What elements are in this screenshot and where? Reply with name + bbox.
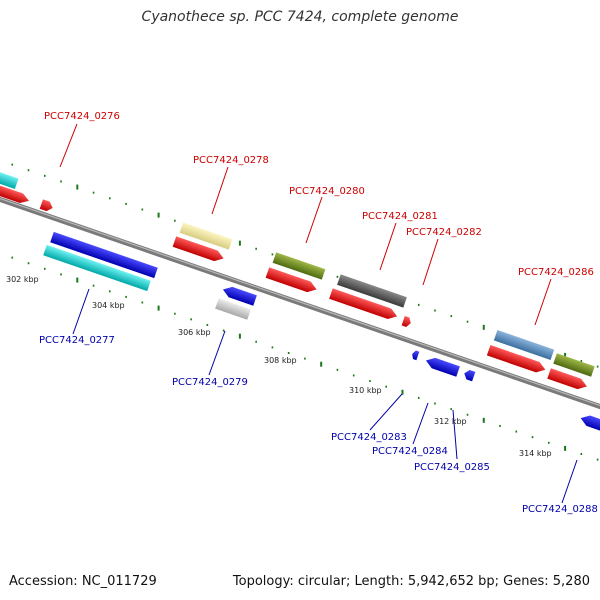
scale-label-304: 304 kbp xyxy=(92,301,125,310)
gene-label-0279[interactable]: PCC7424_0279 xyxy=(172,377,248,388)
leader-0277 xyxy=(72,288,90,335)
gene-0286-block[interactable] xyxy=(486,345,547,375)
gene-label-0285[interactable]: PCC7424_0285 xyxy=(414,462,490,473)
gene-0284-block[interactable] xyxy=(424,355,460,377)
gene-label-0276[interactable]: PCC7424_0276 xyxy=(44,111,120,122)
gene-0276-block[interactable] xyxy=(39,199,55,212)
leader-0279 xyxy=(208,330,226,376)
gene-0275-cyan-block[interactable] xyxy=(0,162,19,190)
leader-0278 xyxy=(211,166,229,215)
accession-text: Accession: NC_011729 xyxy=(9,574,157,589)
gene-0288-block[interactable] xyxy=(579,413,600,432)
gene-label-0283[interactable]: PCC7424_0283 xyxy=(331,432,407,443)
leader-0280 xyxy=(305,196,323,244)
gene-0280-block[interactable] xyxy=(265,267,319,294)
genome-title: Cyanothece sp. PCC 7424, complete genome xyxy=(141,9,459,25)
lower-tick-track xyxy=(11,256,599,461)
scale-label-308: 308 kbp xyxy=(264,356,297,365)
leader-0285 xyxy=(452,409,458,460)
leader-0282 xyxy=(422,238,439,286)
gene-0285-block[interactable] xyxy=(463,369,476,382)
gene-0279-blue-block[interactable] xyxy=(221,284,257,306)
gene-0286-steel-block[interactable] xyxy=(493,330,555,360)
gene-0275-forward-block[interactable] xyxy=(0,184,31,205)
leader-0288 xyxy=(561,459,578,504)
gene-label-0284[interactable]: PCC7424_0284 xyxy=(372,446,448,457)
scale-label-302: 302 kbp xyxy=(6,275,39,284)
gene-0280-olive-block[interactable] xyxy=(272,252,326,280)
scale-label-306: 306 kbp xyxy=(178,328,211,337)
leader-0283 xyxy=(369,393,403,431)
gene-labels: PCC7424_0276 PCC7424_0278 PCC7424_0280 P… xyxy=(39,111,598,515)
scale-labels: 302 kbp 304 kbp 306 kbp 308 kbp 310 kbp … xyxy=(6,275,552,458)
gene-shapes xyxy=(0,162,600,432)
scale-label-312: 312 kbp xyxy=(434,417,467,426)
gene-label-0277[interactable]: PCC7424_0277 xyxy=(39,335,115,346)
gene-0283-block[interactable] xyxy=(411,350,420,361)
genome-backbone xyxy=(0,196,600,410)
leader-0276 xyxy=(59,123,78,168)
gene-label-0280[interactable]: PCC7424_0280 xyxy=(289,186,365,197)
gene-0277-blue-block[interactable] xyxy=(50,231,158,279)
gene-0282-block[interactable] xyxy=(401,315,413,328)
scale-label-310: 310 kbp xyxy=(349,386,382,395)
leader-0284 xyxy=(412,402,429,445)
scale-label-314: 314 kbp xyxy=(519,449,552,458)
gene-label-0282[interactable]: PCC7424_0282 xyxy=(406,227,482,238)
genome-backbone-highlight xyxy=(0,197,600,407)
gene-label-0281[interactable]: PCC7424_0281 xyxy=(362,211,438,222)
gene-0287-block[interactable] xyxy=(547,368,588,391)
gene-0279-gray-block[interactable] xyxy=(215,298,251,320)
gene-label-0278[interactable]: PCC7424_0278 xyxy=(193,155,269,166)
gene-0278-yellow-block[interactable] xyxy=(179,222,233,250)
gene-0277-cyan-block[interactable] xyxy=(43,244,151,292)
genome-summary-text: Topology: circular; Length: 5,942,652 bp… xyxy=(232,574,590,589)
leader-0281 xyxy=(379,222,397,271)
gene-label-0288[interactable]: PCC7424_0288 xyxy=(522,504,598,515)
gene-0281-block[interactable] xyxy=(329,288,399,321)
gene-label-0286[interactable]: PCC7424_0286 xyxy=(518,267,594,278)
gene-0281-gray-block[interactable] xyxy=(337,274,407,308)
gene-0287-olive-block[interactable] xyxy=(553,353,595,377)
gene-0278-block[interactable] xyxy=(172,236,226,263)
leader-0286 xyxy=(534,278,552,326)
